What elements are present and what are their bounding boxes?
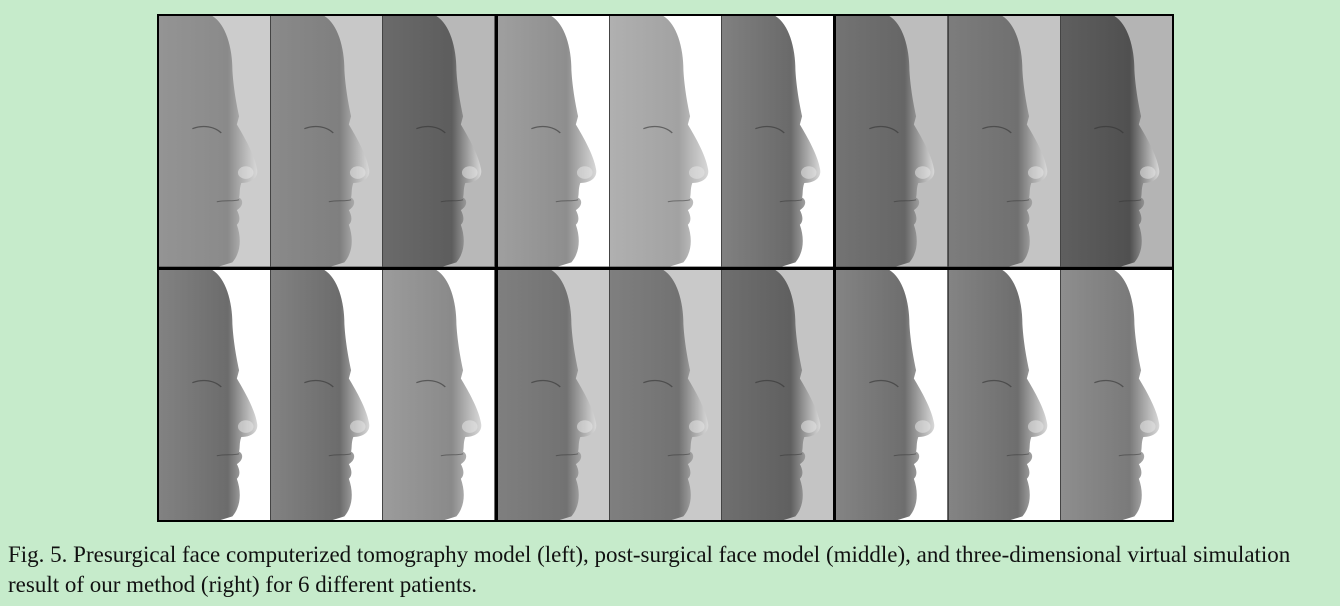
face-profile-image bbox=[1060, 16, 1172, 267]
face-panel-left bbox=[497, 16, 609, 267]
face-panel-middle bbox=[271, 269, 383, 520]
face-panel-middle bbox=[609, 269, 722, 520]
face-panel-middle bbox=[609, 16, 722, 267]
face-panel-left bbox=[497, 269, 609, 520]
face-profile-image bbox=[159, 16, 271, 267]
face-panel-middle bbox=[948, 16, 1060, 267]
face-panel-middle bbox=[948, 269, 1060, 520]
face-panel-right bbox=[383, 16, 495, 267]
face-panel-middle bbox=[271, 16, 383, 267]
face-profile-image bbox=[836, 16, 948, 267]
face-profile-image bbox=[271, 16, 383, 267]
face-profile-image bbox=[383, 16, 495, 267]
face-panel-right bbox=[722, 16, 834, 267]
face-panel-left bbox=[836, 269, 948, 520]
patient-group-6 bbox=[836, 269, 1172, 520]
face-panel-left bbox=[159, 269, 271, 520]
face-profile-image bbox=[836, 269, 948, 520]
face-profile-image bbox=[948, 16, 1060, 267]
face-profile-image bbox=[609, 269, 722, 520]
face-profile-image bbox=[383, 269, 495, 520]
face-panel-right bbox=[1060, 16, 1172, 267]
face-profile-image bbox=[271, 269, 383, 520]
face-profile-image bbox=[1060, 269, 1172, 520]
figure-grid bbox=[157, 14, 1174, 522]
patient-group-3 bbox=[836, 16, 1172, 267]
face-panel-left bbox=[159, 16, 271, 267]
face-profile-image bbox=[497, 16, 609, 267]
patient-group-1 bbox=[159, 16, 495, 267]
face-profile-image bbox=[948, 269, 1060, 520]
face-profile-image bbox=[722, 16, 834, 267]
patient-group-4 bbox=[159, 269, 495, 520]
face-profile-image bbox=[159, 269, 271, 520]
patient-group-2 bbox=[497, 16, 834, 267]
face-profile-image bbox=[609, 16, 722, 267]
figure-caption: Fig. 5. Presurgical face computerized to… bbox=[8, 542, 1291, 597]
patient-group-5 bbox=[497, 269, 834, 520]
face-profile-image bbox=[722, 269, 834, 520]
face-panel-right bbox=[383, 269, 495, 520]
face-panel-left bbox=[836, 16, 948, 267]
face-profile-image bbox=[497, 269, 609, 520]
face-panel-right bbox=[722, 269, 834, 520]
face-panel-right bbox=[1060, 269, 1172, 520]
